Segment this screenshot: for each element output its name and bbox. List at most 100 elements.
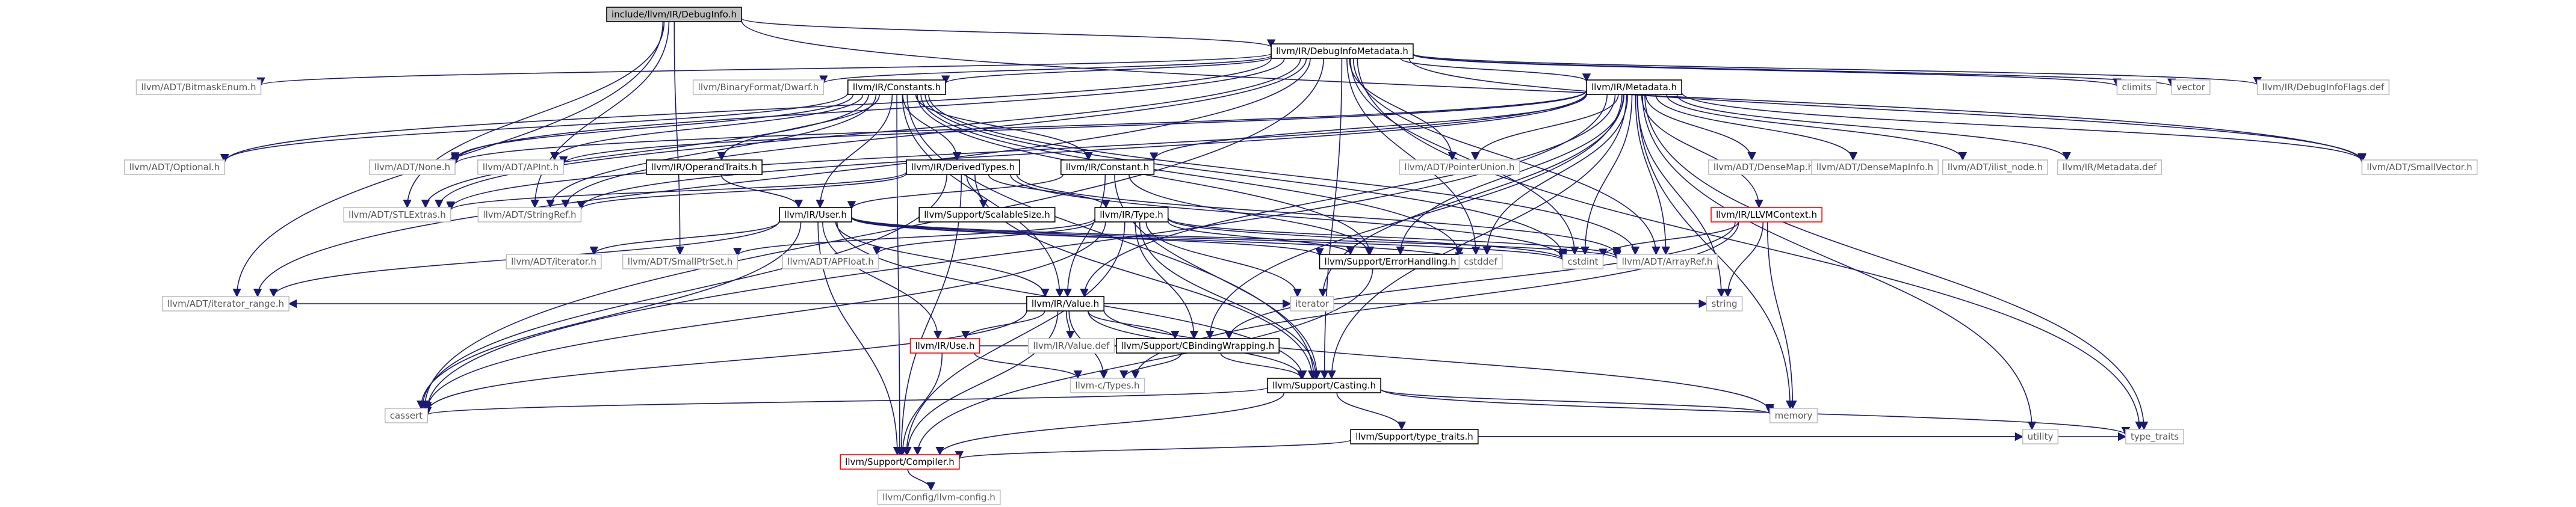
edge-metadata-to-none [451, 90, 1587, 165]
edge-metadata-to-arrayref [1635, 94, 1670, 256]
edge-dim-to-none [451, 58, 1285, 163]
node-scalable[interactable]: llvm/Support/ScalableSize.h [918, 207, 1056, 223]
edge-value-to-memory [1103, 309, 1774, 413]
node-utility: utility [2022, 429, 2059, 444]
edge-metadata-to-memory [1637, 94, 1795, 410]
node-label-ptrunion: llvm/ADT/PointerUnion.h [1404, 162, 1514, 173]
node-apfloat: llvm/ADT/APFloat.h [782, 254, 879, 269]
edge-constants-to-casting [906, 94, 1318, 379]
edge-constants-to-apint [550, 94, 864, 161]
edge-dim-to-climits [1413, 54, 2122, 87]
node-cstdint: cstdint [1562, 254, 1604, 269]
edges-layer [220, 17, 2367, 491]
node-label-memory: memory [1775, 410, 1813, 421]
edge-type-to-smallptrset [733, 218, 1095, 257]
edge-dim-to-cstddef [1346, 58, 1481, 256]
node-box-typetraits_h [1350, 429, 1479, 444]
node-typetraits_h[interactable]: llvm/Support/type_traits.h [1350, 429, 1479, 444]
node-arrayref: llvm/ADT/ArrayRef.h [1616, 254, 1718, 269]
edge-dim-to-optional [220, 58, 1272, 164]
node-cassert: cassert [384, 408, 428, 423]
node-box-user [779, 207, 852, 223]
edge-type-to-cassert [423, 221, 1106, 411]
edge-metadata-to-ptrunion [1471, 94, 1619, 161]
node-box-cassert [384, 408, 428, 423]
node-label-value: llvm/IR/Value.h [1032, 298, 1099, 309]
node-errorhandling[interactable]: llvm/Support/ErrorHandling.h [1319, 254, 1462, 269]
node-box-compiler [840, 454, 960, 470]
edge-metadata-to-stlextras [446, 92, 1587, 210]
node-box-apint [477, 159, 564, 175]
node-valuedef: llvm/IR/Value.def [1027, 338, 1115, 354]
node-box-cstdint [1562, 254, 1604, 269]
node-label-stditerator: iterator [1295, 298, 1330, 309]
edge-type-to-casting [1139, 221, 1321, 379]
edge-type-to-errorhandling [1168, 221, 1355, 256]
edge-metadata-to-ilistnode [1666, 94, 1967, 161]
node-metadata[interactable]: llvm/IR/Metadata.h [1586, 79, 1682, 95]
edge-typetraits_h-to-compiler [955, 439, 1351, 460]
edge-derived-to-stlextras [446, 171, 907, 211]
node-stringref: llvm/ADT/StringRef.h [477, 207, 582, 223]
edge-dim-to-ptrunion [1349, 58, 1457, 161]
node-label-ctypes: llvm-c/Types.h [1075, 380, 1139, 391]
edge-root-to-smallptrset [673, 21, 684, 256]
node-mdef: llvm/IR/Metadata.def [2057, 159, 2163, 175]
node-derived[interactable]: llvm/IR/DerivedTypes.h [906, 159, 1020, 175]
node-value[interactable]: llvm/IR/Value.h [1026, 296, 1105, 312]
edge-metadata-to-stringref [577, 93, 1587, 210]
node-box-opertraits [646, 159, 763, 175]
node-box-utility [2022, 429, 2059, 444]
node-box-iterrange [162, 296, 289, 312]
node-cstddef: cstddef [1458, 254, 1503, 269]
edge-metadata-to-mdef [1676, 94, 2071, 161]
node-box-ilistnode [1942, 159, 2048, 175]
edge-root-to-iterrange [232, 21, 664, 298]
node-llvmcontext[interactable]: llvm/IR/LLVMContext.h [1711, 207, 1822, 223]
node-constant[interactable]: llvm/IR/Constant.h [1060, 159, 1155, 175]
edge-constants-to-cstdint [924, 94, 1567, 257]
node-label-bitmask: llvm/ADT/BitmaskEnum.h [141, 82, 256, 93]
node-label-dwarf: llvm/BinaryFormat/Dwarf.h [698, 82, 819, 93]
node-root[interactable]: include/llvm/IR/DebugInfo.h [606, 7, 742, 22]
edge-cbinding-to-casting [1220, 352, 1305, 379]
node-label-constant: llvm/IR/Constant.h [1066, 162, 1150, 173]
edge-user-to-cstdint [851, 217, 1567, 262]
node-box-use [909, 338, 980, 354]
edge-root-to-stringref [530, 21, 670, 209]
node-box-metadata [1586, 79, 1682, 95]
node-label-arrayref: llvm/ADT/ArrayRef.h [1622, 256, 1713, 267]
edge-dim-to-cstdint [1349, 58, 1579, 256]
node-box-root [606, 7, 742, 22]
edge-casting-to-type_traits [1380, 389, 2130, 436]
node-box-stlextras [343, 207, 451, 223]
edge-constants-to-cstddef [920, 94, 1464, 256]
node-label-compiler: llvm/Support/Compiler.h [845, 456, 955, 467]
node-use[interactable]: llvm/IR/Use.h [909, 338, 980, 354]
node-casting[interactable]: llvm/Support/Casting.h [1267, 378, 1381, 393]
edge-metadata-to-utility [1642, 94, 2037, 431]
edge-constants-to-user [816, 94, 893, 209]
node-type_traits: type_traits [2125, 429, 2184, 444]
node-user[interactable]: llvm/IR/User.h [779, 207, 852, 223]
node-llvmconfig: llvm/Config/llvm-config.h [877, 490, 1001, 505]
node-constants[interactable]: llvm/IR/Constants.h [847, 79, 946, 95]
edge-casting-to-memory [1380, 389, 1774, 415]
node-label-errorhandling: llvm/Support/ErrorHandling.h [1325, 256, 1457, 267]
node-label-iterator: llvm/ADT/iterator.h [511, 256, 596, 267]
edge-root-to-stlextras [403, 21, 665, 209]
edge-llvmcontext-to-string [1723, 221, 1764, 298]
node-cbinding[interactable]: llvm/Support/CBindingWrapping.h [1116, 338, 1280, 354]
node-box-errorhandling [1319, 254, 1462, 269]
edge-dim-to-type_traits [1357, 58, 2144, 431]
node-dim[interactable]: llvm/IR/DebugInfoMetadata.h [1271, 43, 1414, 59]
edge-derived-to-cassert [418, 174, 947, 410]
node-type[interactable]: llvm/IR/Type.h [1094, 207, 1169, 223]
node-label-llvmconfig: llvm/Config/llvm-config.h [882, 492, 995, 503]
node-optional: llvm/ADT/Optional.h [123, 159, 226, 175]
node-opertraits[interactable]: llvm/IR/OperandTraits.h [646, 159, 763, 175]
node-compiler[interactable]: llvm/Support/Compiler.h [840, 454, 960, 470]
node-label-derived: llvm/IR/DerivedTypes.h [911, 162, 1015, 173]
node-box-cbinding [1116, 338, 1280, 354]
